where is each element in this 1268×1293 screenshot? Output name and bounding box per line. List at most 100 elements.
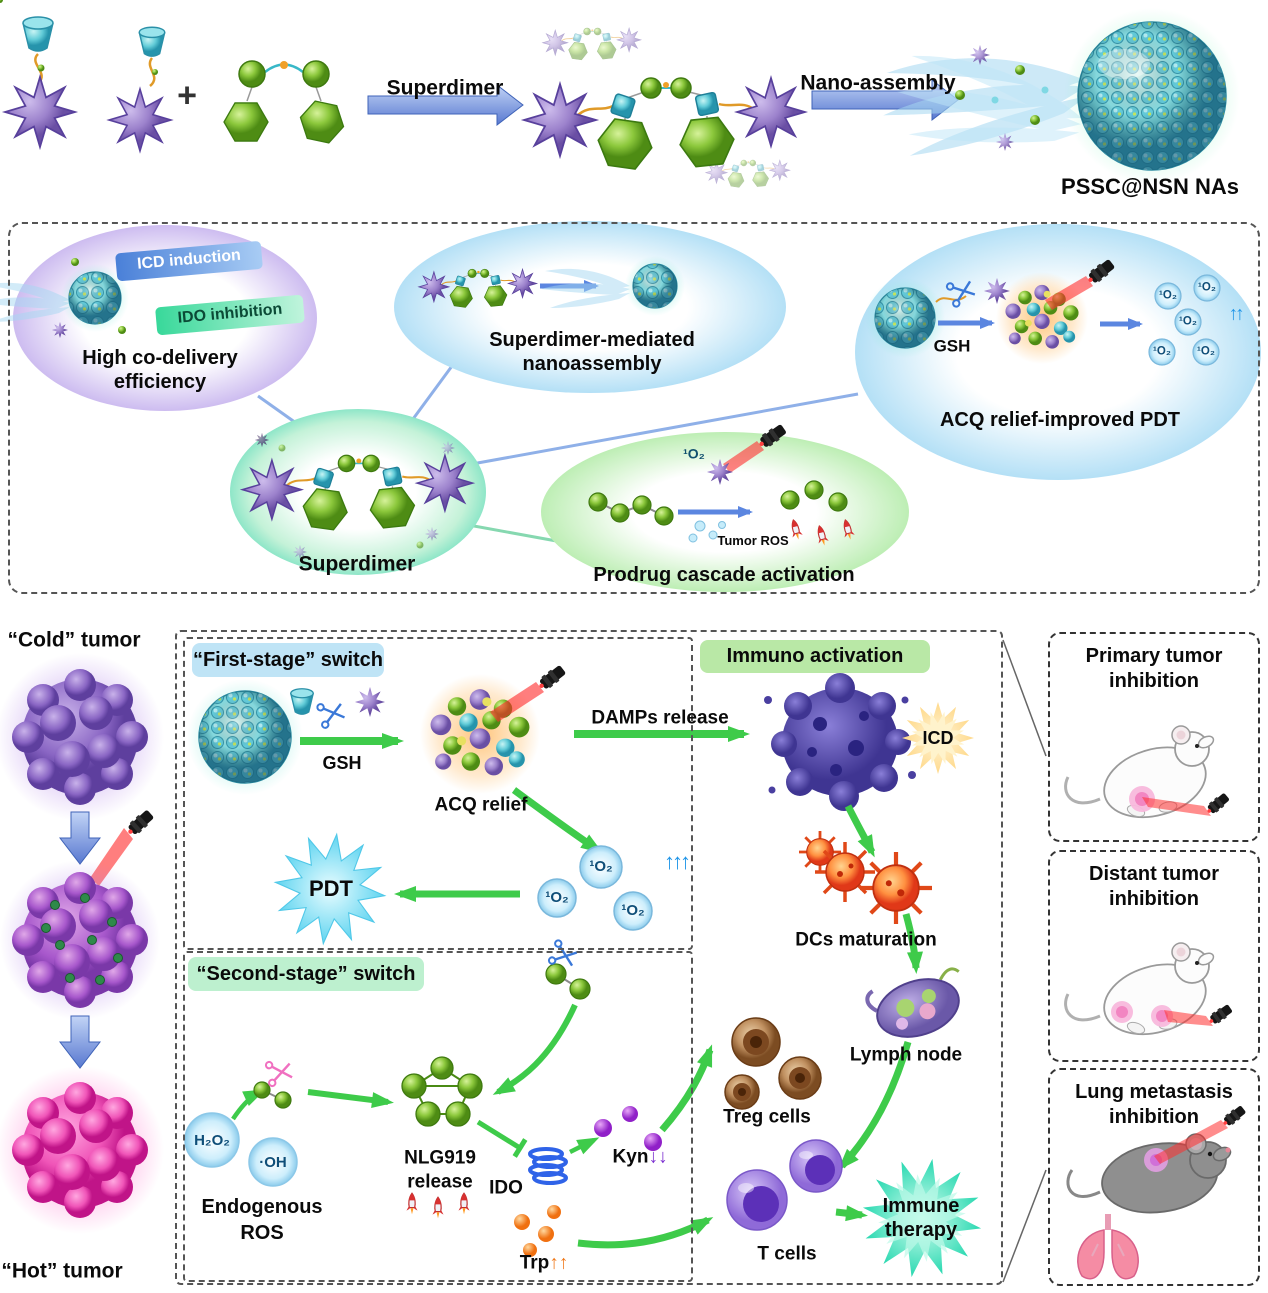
cold-tumor-graphic — [0, 653, 164, 821]
product-label: PSSC@NSN NAs — [1061, 173, 1239, 199]
trp-text: Trp — [519, 1252, 550, 1274]
prodrug-dimer-group — [224, 60, 347, 145]
lungs-icon — [1077, 1214, 1139, 1280]
outcome3-label-1: Lung metastasis — [1075, 1081, 1233, 1103]
superdimer-step-label: Superdimer — [386, 76, 504, 100]
dcs-label: DCs maturation — [795, 929, 937, 951]
outcome3-label-2: inhibition — [1109, 1106, 1199, 1128]
codelivery-label-2: efficiency — [113, 371, 207, 393]
superdimer-arrow — [367, 83, 524, 127]
ros-label-1: Endogenous — [201, 1196, 323, 1218]
tcell-to-therapy-arrow — [835, 1205, 868, 1222]
tcells-label: T cells — [757, 1243, 817, 1265]
kyn-label: Kyn↓↓ — [612, 1146, 668, 1169]
superdimer-feature — [242, 433, 472, 559]
therapy-label-1: Immune — [882, 1195, 960, 1217]
o2-bubble-label-stage1: ¹O₂ — [621, 901, 645, 919]
hot-tumor-graphic — [0, 1066, 164, 1234]
o2-prodrug-label: ¹O₂ — [683, 445, 705, 462]
trp-up-arrows: ↑↑ — [549, 1252, 569, 1274]
ido-label: IDO — [489, 1177, 523, 1199]
lung-metastasis-mouse — [1066, 1104, 1248, 1214]
gsh-label-stage1: GSH — [322, 753, 362, 774]
pdt-label: PDT — [309, 875, 353, 901]
acq-pdt-label: ACQ relief-improved PDT — [939, 409, 1181, 431]
icd-cell-graphic — [764, 660, 916, 811]
reactant-host-group — [0, 0, 171, 151]
nlg-label-1: NLG919 — [404, 1147, 476, 1169]
stage2-title-chip: “Second-stage” switch — [188, 957, 424, 991]
primary-tumor-mouse — [1064, 724, 1231, 830]
o2-bubble-label: ¹O₂ — [1197, 345, 1215, 358]
lymph-node-graphic — [865, 967, 960, 1038]
o2-bubble-label: ¹O₂ — [1153, 345, 1171, 358]
icd-badge-label: ICD — [922, 728, 954, 749]
outcome2-label-2: inhibition — [1109, 888, 1199, 910]
hot-tumor-label: “Hot” tumor — [1, 1259, 123, 1283]
o2-up-arrows-mid: ↑↑ — [1228, 303, 1245, 325]
stage1-title: “First-stage” switch — [192, 648, 384, 671]
acq-feature — [865, 257, 1221, 366]
stage1-graphics — [187, 663, 750, 951]
nlg-label-2: release — [407, 1171, 473, 1193]
superdimer-ellipse — [230, 409, 486, 575]
superdimer-ellipse-label: Superdimer — [298, 552, 416, 576]
o2-bubble-label: ¹O₂ — [1198, 281, 1216, 294]
dc-to-lymph-arrow — [902, 913, 923, 974]
immuno-title: Immuno activation — [726, 645, 904, 667]
t-cells-graphic — [726, 1139, 843, 1231]
lymph-label: Lymph node — [849, 1044, 963, 1066]
rocket-icon — [431, 1196, 445, 1219]
gsh-label-mid: GSH — [933, 336, 971, 356]
assembly-label-2: nanoassembly — [522, 353, 662, 375]
o2-up-arrows-stage1: ↑↑↑ — [664, 848, 691, 874]
codelivery-label-1: High co-delivery — [82, 347, 238, 369]
nanoassembly-product-group — [876, 8, 1240, 184]
ido-enzyme-icon — [528, 1147, 568, 1185]
rocket-icon — [405, 1192, 419, 1215]
distant-tumor-mouse — [1064, 941, 1234, 1047]
immuno-title-chip: Immuno activation — [700, 640, 930, 673]
nanoassembly-step-label: Nano-assembly — [800, 71, 956, 95]
laser-icon — [124, 808, 156, 839]
stage1-title-chip: “First-stage” switch — [192, 643, 384, 677]
therapy-label-2: therapy — [884, 1219, 958, 1241]
oh-label: ·OH — [259, 1153, 287, 1171]
immune-therapy-burst — [852, 1148, 992, 1288]
fanline-top — [1002, 639, 1047, 757]
tumor-ros-label: Tumor ROS — [717, 532, 789, 548]
kyn-text: Kyn — [612, 1146, 649, 1168]
assembly-feature — [419, 256, 685, 316]
outcome1-label-1: Primary tumor — [1085, 645, 1223, 667]
treg-cells-graphic — [724, 1017, 822, 1110]
cell-to-dc-arrow — [844, 804, 876, 858]
acq-relief-label: ACQ relief — [434, 794, 528, 816]
assembly-ellipse — [394, 221, 786, 393]
o2-bubble-label-stage1: ¹O₂ — [545, 888, 569, 906]
outcome2-label-1: Distant tumor — [1089, 863, 1219, 885]
ros-label-2: ROS — [240, 1222, 284, 1244]
damps-label: DAMPs release — [591, 707, 729, 729]
trp-label: Trp↑↑ — [519, 1252, 569, 1275]
fanline-bottom — [1002, 1169, 1047, 1283]
o2-bubble-label: ¹O₂ — [1159, 289, 1177, 302]
assembly-label-1: Superdimer-mediated — [489, 329, 695, 351]
dc-cells-graphic — [799, 831, 933, 925]
treg-label: Treg cells — [723, 1106, 811, 1128]
superdimer-assembly-group — [524, 28, 805, 188]
outcome1-label-2: inhibition — [1109, 670, 1199, 692]
codelivery-feature — [0, 241, 305, 338]
stage2-graphics — [184, 938, 714, 1257]
rocket-icon — [457, 1192, 471, 1215]
scissors-icon — [264, 1057, 295, 1088]
cold-tumor-label: “Cold” tumor — [7, 628, 141, 652]
stage2-title: “Second-stage” switch — [196, 962, 416, 985]
prodrug-feature — [588, 422, 857, 548]
irradiated-tumor-graphic — [0, 860, 160, 1020]
o2-bubble-label-stage1: ¹O₂ — [589, 857, 613, 875]
tumor-arrow-2 — [58, 1015, 102, 1069]
lymph-to-tcell-arrow — [837, 1041, 912, 1171]
kyn-down-arrows: ↓↓ — [648, 1146, 668, 1168]
